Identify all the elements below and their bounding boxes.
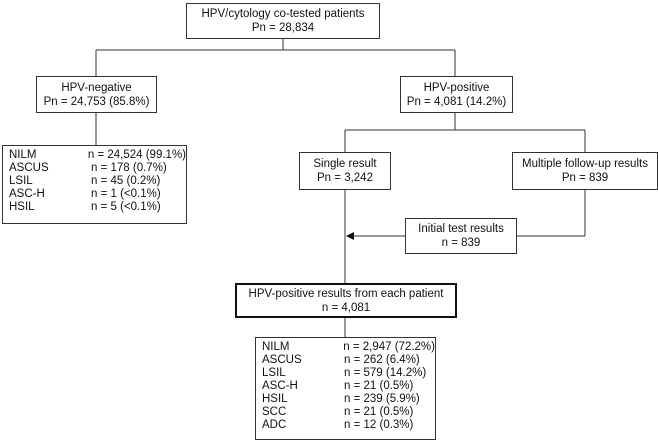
result-label: ASCUS <box>262 354 302 366</box>
multiple-results-count: Pn = 839 <box>561 172 609 184</box>
result-label: ADC <box>262 419 287 431</box>
result-row: HSIL n = 239 (5.9%) <box>262 393 435 406</box>
result-value: n = 5 (<0.1%) <box>91 201 161 213</box>
result-row: HSIL n = 5 (<0.1%) <box>9 201 186 214</box>
hpv-negative-results-box: NILM n = 24,524 (99.1%) ASCUS n = 178 (0.7… <box>2 145 187 224</box>
single-result-count: Pn = 3,242 <box>317 172 373 184</box>
result-label: ASC-H <box>9 188 45 200</box>
result-value: n = 12 (0.3%) <box>344 419 414 431</box>
result-label: ASC-H <box>262 380 298 392</box>
result-value: n = 239 (5.9%) <box>344 393 420 405</box>
result-label: HSIL <box>9 201 35 213</box>
hpv-negative-box: HPV-negative Pn = 24,753 (85.8%) <box>36 76 157 113</box>
result-row: ASCUS n = 178 (0.7%) <box>9 162 186 175</box>
initial-results-title: Initial test results <box>418 223 504 235</box>
hpv-positive-box: HPV-positive Pn = 4,081 (14.2%) <box>400 76 513 113</box>
result-value: n = 21 (0.5%) <box>344 380 414 392</box>
initial-results-count: n = 839 <box>441 237 481 249</box>
single-result-box: Single result Pn = 3,242 <box>299 152 391 190</box>
hpv-negative-title: HPV-negative <box>61 81 132 94</box>
result-row: ADC n = 12 (0.3%) <box>262 419 435 432</box>
each-patient-count: n = 4,081 <box>321 301 371 314</box>
multiple-results-box: Multiple follow-up results Pn = 839 <box>512 152 658 190</box>
result-value: n = 178 (0.7%) <box>91 162 167 174</box>
result-row: ASC-H n = 1 (<0.1%) <box>9 188 186 201</box>
root-count: Pn = 28,834 <box>251 22 315 34</box>
hpv-negative-count: Pn = 24,753 (85.8%) <box>43 95 150 108</box>
each-patient-box: HPV-positive results from each patient n… <box>235 283 457 318</box>
result-value: n = 2,947 (72.2%) <box>343 341 435 353</box>
result-row: LSIL n = 45 (0.2%) <box>9 175 186 188</box>
multiple-results-title: Multiple follow-up results <box>522 158 648 170</box>
result-label: HSIL <box>262 393 288 405</box>
result-value: n = 45 (0.2%) <box>91 175 161 187</box>
initial-results-box: Initial test results n = 839 <box>405 218 517 254</box>
result-value: n = 1 (<0.1%) <box>91 188 161 200</box>
result-value: n = 21 (0.5%) <box>344 406 414 418</box>
root-box: HPV/cytology co-tested patients Pn = 28,… <box>186 3 380 39</box>
result-row: NILM n = 2,947 (72.2%) <box>262 341 435 354</box>
hpv-positive-count: Pn = 4,081 (14.2%) <box>406 95 507 108</box>
result-label: NILM <box>262 341 290 353</box>
each-patient-title: HPV-positive results from each patient <box>248 287 444 300</box>
result-row: NILM n = 24,524 (99.1%) <box>9 149 186 162</box>
result-label: LSIL <box>9 175 33 187</box>
hpv-positive-title: HPV-positive <box>423 81 490 94</box>
result-row: SCC n = 21 (0.5%) <box>262 406 435 419</box>
result-label: ASCUS <box>9 162 49 174</box>
result-value: n = 24,524 (99.1%) <box>87 149 186 161</box>
result-value: n = 262 (6.4%) <box>344 354 420 366</box>
result-value: n = 579 (14.2%) <box>344 367 427 379</box>
result-row: ASCUS n = 262 (6.4%) <box>262 354 435 367</box>
result-row: ASC-H n = 21 (0.5%) <box>262 380 435 393</box>
each-patient-results-box: NILM n = 2,947 (72.2%) ASCUS n = 262 (6.4%… <box>255 337 436 440</box>
result-label: NILM <box>9 149 37 161</box>
result-label: SCC <box>262 406 287 418</box>
single-result-title: Single result <box>313 158 377 170</box>
result-row: LSIL n = 579 (14.2%) <box>262 367 435 380</box>
root-title: HPV/cytology co-tested patients <box>201 8 365 20</box>
result-label: LSIL <box>262 367 286 379</box>
